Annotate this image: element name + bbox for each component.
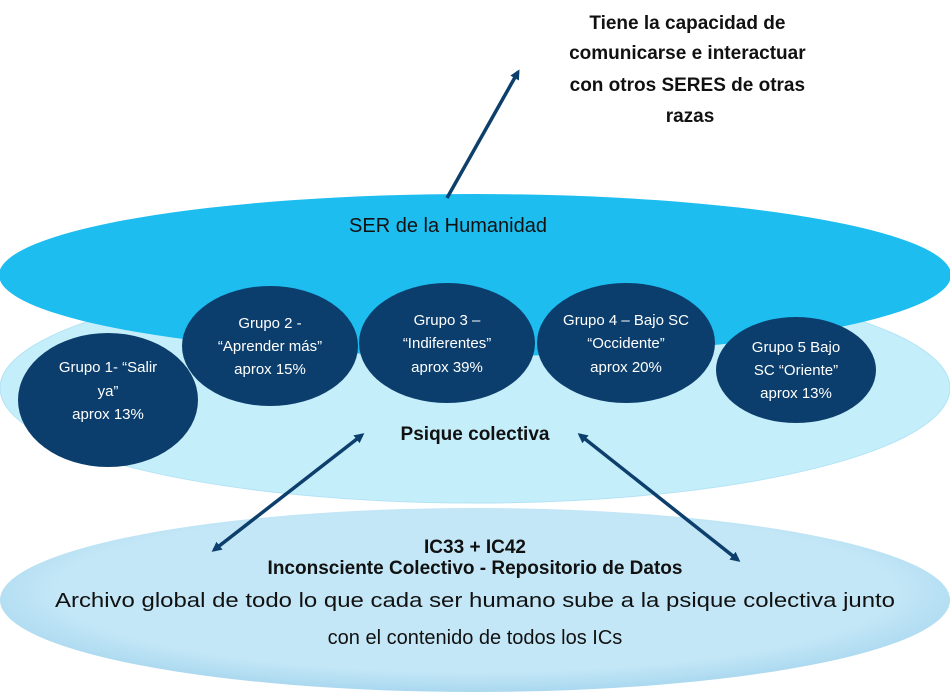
inconsciente-description: con el contenido de todos los ICs (328, 627, 623, 649)
group-2-percent: aprox 15% (234, 361, 306, 378)
group-1: Grupo 1- “Salir ya” aprox 13% (18, 333, 198, 467)
group-4-percent: aprox 20% (590, 359, 662, 376)
group-1-line: ya” (98, 383, 119, 400)
group-2-line: “Aprender más” (218, 338, 322, 355)
group-1-percent: aprox 13% (72, 406, 144, 423)
group-3-line: Grupo 3 – (414, 312, 481, 329)
top-note-line: Tiene la capacidad de (589, 13, 785, 34)
top-note: Tiene la capacidad de comunicarse e inte… (569, 13, 811, 127)
group-2: Grupo 2 - “Aprender más” aprox 15% (182, 286, 358, 406)
group-5: Grupo 5 Bajo SC “Oriente” aprox 13% (716, 317, 876, 423)
double-arrow-right-icon (577, 433, 741, 562)
group-4-line: Grupo 4 – Bajo SC (563, 312, 689, 329)
top-note-line: razas (666, 106, 715, 127)
group-3-percent: aprox 39% (411, 359, 483, 376)
top-note-line: comunicarse e interactuar (569, 43, 806, 64)
group-5-line: SC “Oriente” (754, 362, 838, 379)
group-3: Grupo 3 – “Indiferentes” aprox 39% (359, 283, 535, 403)
svg-text:Grupo 3 –“Indiferentes”aprox 3: Grupo 3 – “Indiferentes” aprox 39% (403, 312, 491, 376)
inconsciente-subtitle: Inconsciente Colectivo - Repositorio de … (268, 558, 683, 579)
group-5-percent: aprox 13% (760, 385, 832, 402)
arrow-up-icon (445, 69, 520, 199)
double-arrow-left-icon (211, 433, 365, 552)
group-3-line: “Indiferentes” (403, 335, 491, 352)
top-note-line: con otros SERES de otras (570, 75, 805, 96)
inconsciente-description: Archivo global de todo lo que cada ser h… (55, 590, 895, 612)
psique-colectiva-label: Psique colectiva (401, 424, 550, 445)
group-4-line: “Occidente” (587, 335, 665, 352)
svg-text:Grupo 2 -“Aprender más”aprox 1: Grupo 2 - “Aprender más” aprox 15% (218, 315, 322, 378)
group-5-line: Grupo 5 Bajo (752, 339, 840, 356)
group-2-line: Grupo 2 - (238, 315, 301, 332)
svg-text:Grupo 4 – Bajo SC“Occidente”ap: Grupo 4 – Bajo SC “Occidente” aprox 20% (563, 312, 689, 376)
group-1-line: Grupo 1- “Salir (59, 359, 157, 376)
inconsciente-title: IC33 + IC42 (424, 537, 526, 558)
group-4: Grupo 4 – Bajo SC “Occidente” aprox 20% (537, 283, 715, 403)
ser-humanidad-label: SER de la Humanidad (349, 215, 547, 237)
